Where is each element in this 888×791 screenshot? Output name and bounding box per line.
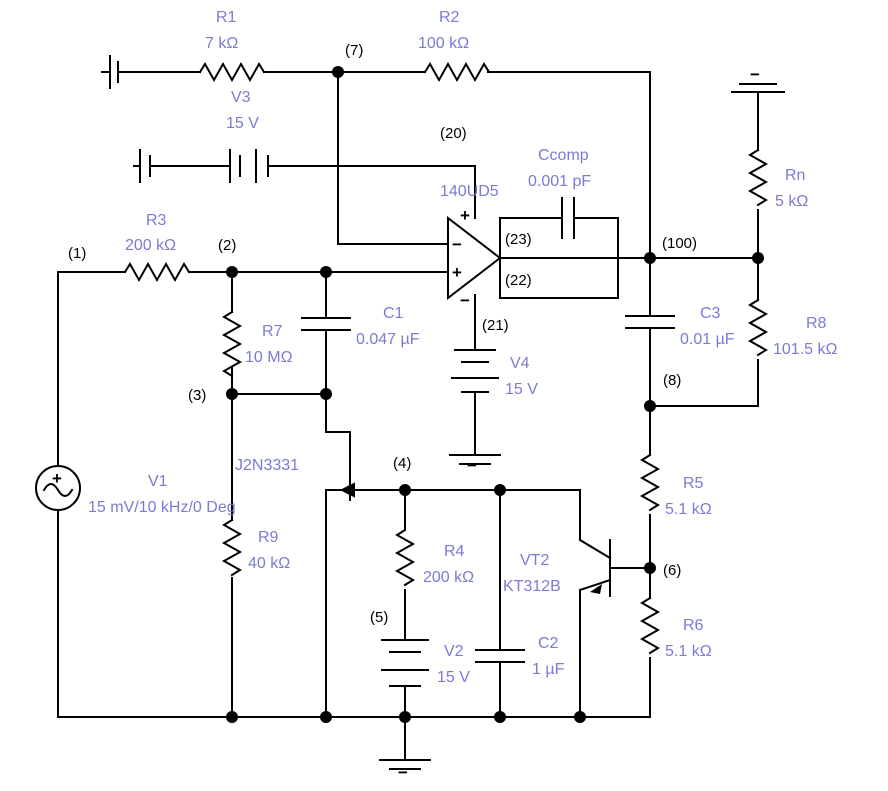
opamp-noninverting-sign: + (452, 263, 462, 282)
label-vt2-value: KT312B (503, 578, 561, 595)
label-r6-value: 5.1 kΩ (665, 643, 712, 660)
grounds (379, 83, 785, 770)
resistor-rn (747, 148, 769, 207)
resistor-r3 (123, 261, 191, 283)
node-label-5: (5) (370, 609, 388, 626)
node-label-21: (21) (482, 317, 509, 334)
label-c2-value: 1 µF (532, 661, 565, 678)
resistor-r7 (221, 310, 243, 378)
capacitors (301, 197, 675, 663)
node-label-3: (3) (188, 387, 206, 404)
battery-v2 (381, 639, 429, 687)
ground-bottom (379, 759, 431, 770)
label-v4-name: V4 (510, 355, 530, 372)
junction-dots (226, 66, 764, 723)
ground-v4-sign: − (467, 456, 477, 475)
battery-r1-source (101, 55, 119, 89)
label-jfet-name: J2N3331 (235, 457, 299, 474)
label-r1-name: R1 (216, 9, 237, 26)
wires (57, 71, 759, 761)
ground-bottom-sign: − (398, 763, 408, 782)
resistor-r2 (423, 61, 491, 83)
resistor-r6 (639, 596, 661, 655)
node-label-4: (4) (393, 455, 411, 472)
label-c1-value: 0.047 µF (356, 331, 420, 348)
label-ccomp-name: Ccomp (538, 147, 589, 164)
node-label-6: (6) (663, 562, 681, 579)
opamp-140ud5 (447, 215, 502, 301)
jfet-j2n3331 (339, 431, 355, 501)
label-r8-name: R8 (806, 315, 827, 332)
label-r9-value: 40 kΩ (248, 555, 290, 572)
resistor-r1 (198, 61, 266, 83)
ac-source-plus-sign: + (52, 469, 62, 488)
label-v1-name: V1 (148, 473, 168, 490)
label-r5-value: 5.1 kΩ (665, 501, 712, 518)
node-label-20: (20) (440, 125, 467, 142)
label-opamp-name: 140UD5 (440, 183, 499, 200)
node-label-1: (1) (68, 245, 86, 262)
label-v3-name: V3 (231, 89, 251, 106)
batteries (35, 55, 499, 687)
capacitor-c1 (301, 317, 351, 331)
battery-v4 (451, 349, 499, 393)
label-ccomp-value: 0.001 pF (528, 173, 591, 190)
ground-v4 (449, 454, 501, 465)
node-label-2: (2) (218, 237, 236, 254)
label-r3-value: 200 kΩ (125, 237, 176, 254)
label-c1-name: C1 (383, 305, 404, 322)
battery-v3 (133, 149, 269, 183)
label-r7-name: R7 (262, 323, 283, 340)
node-label-7: (7) (345, 42, 363, 59)
transistor-vt2 (578, 538, 612, 597)
resistor-r4 (394, 528, 416, 587)
label-r2-name: R2 (439, 9, 460, 26)
resistor-r5 (639, 453, 661, 512)
label-v1-value: 15 mV/10 kHz/0 Deg (88, 499, 236, 516)
resistor-r9 (221, 518, 243, 577)
label-c2-name: C2 (538, 635, 559, 652)
capacitor-c3 (625, 315, 675, 329)
opamp-inverting-sign: − (452, 235, 462, 254)
ground-rn (731, 83, 785, 93)
opamp-v-plus-sign: + (460, 206, 470, 225)
resistors (123, 61, 769, 655)
ac-source-v1 (35, 465, 81, 511)
label-c3-value: 0.01 µF (680, 331, 735, 348)
resistor-r8 (747, 298, 769, 357)
label-r9-name: R9 (258, 529, 279, 546)
node-label-8: (8) (663, 372, 681, 389)
label-rn-name: Rn (785, 167, 805, 184)
node-label-100: (100) (662, 235, 697, 252)
label-r1-value: 7 kΩ (205, 35, 238, 52)
capacitor-c2 (475, 649, 525, 663)
capacitor-ccomp (561, 197, 575, 239)
label-r6-name: R6 (683, 617, 704, 634)
label-c3-name: C3 (700, 305, 721, 322)
label-v2-value: 15 V (437, 669, 470, 686)
label-r4-value: 200 kΩ (423, 569, 474, 586)
node-label-23: (23) (505, 231, 532, 248)
opamp-v-minus-sign: − (460, 291, 470, 310)
label-r3-name: R3 (146, 212, 167, 229)
label-r4-name: R4 (444, 543, 465, 560)
node-label-22: (22) (505, 272, 532, 289)
label-v3-value: 15 V (226, 115, 259, 132)
label-v4-value: 15 V (505, 381, 538, 398)
label-rn-value: 5 kΩ (775, 193, 808, 210)
label-r2-value: 100 kΩ (418, 35, 469, 52)
label-vt2-name: VT2 (520, 552, 549, 569)
label-r8-value: 101.5 kΩ (773, 341, 837, 358)
label-r7-value: 10 MΩ (245, 349, 293, 366)
label-v2-name: V2 (444, 643, 464, 660)
label-r5-name: R5 (683, 475, 704, 492)
ground-rn-sign: − (750, 65, 760, 84)
